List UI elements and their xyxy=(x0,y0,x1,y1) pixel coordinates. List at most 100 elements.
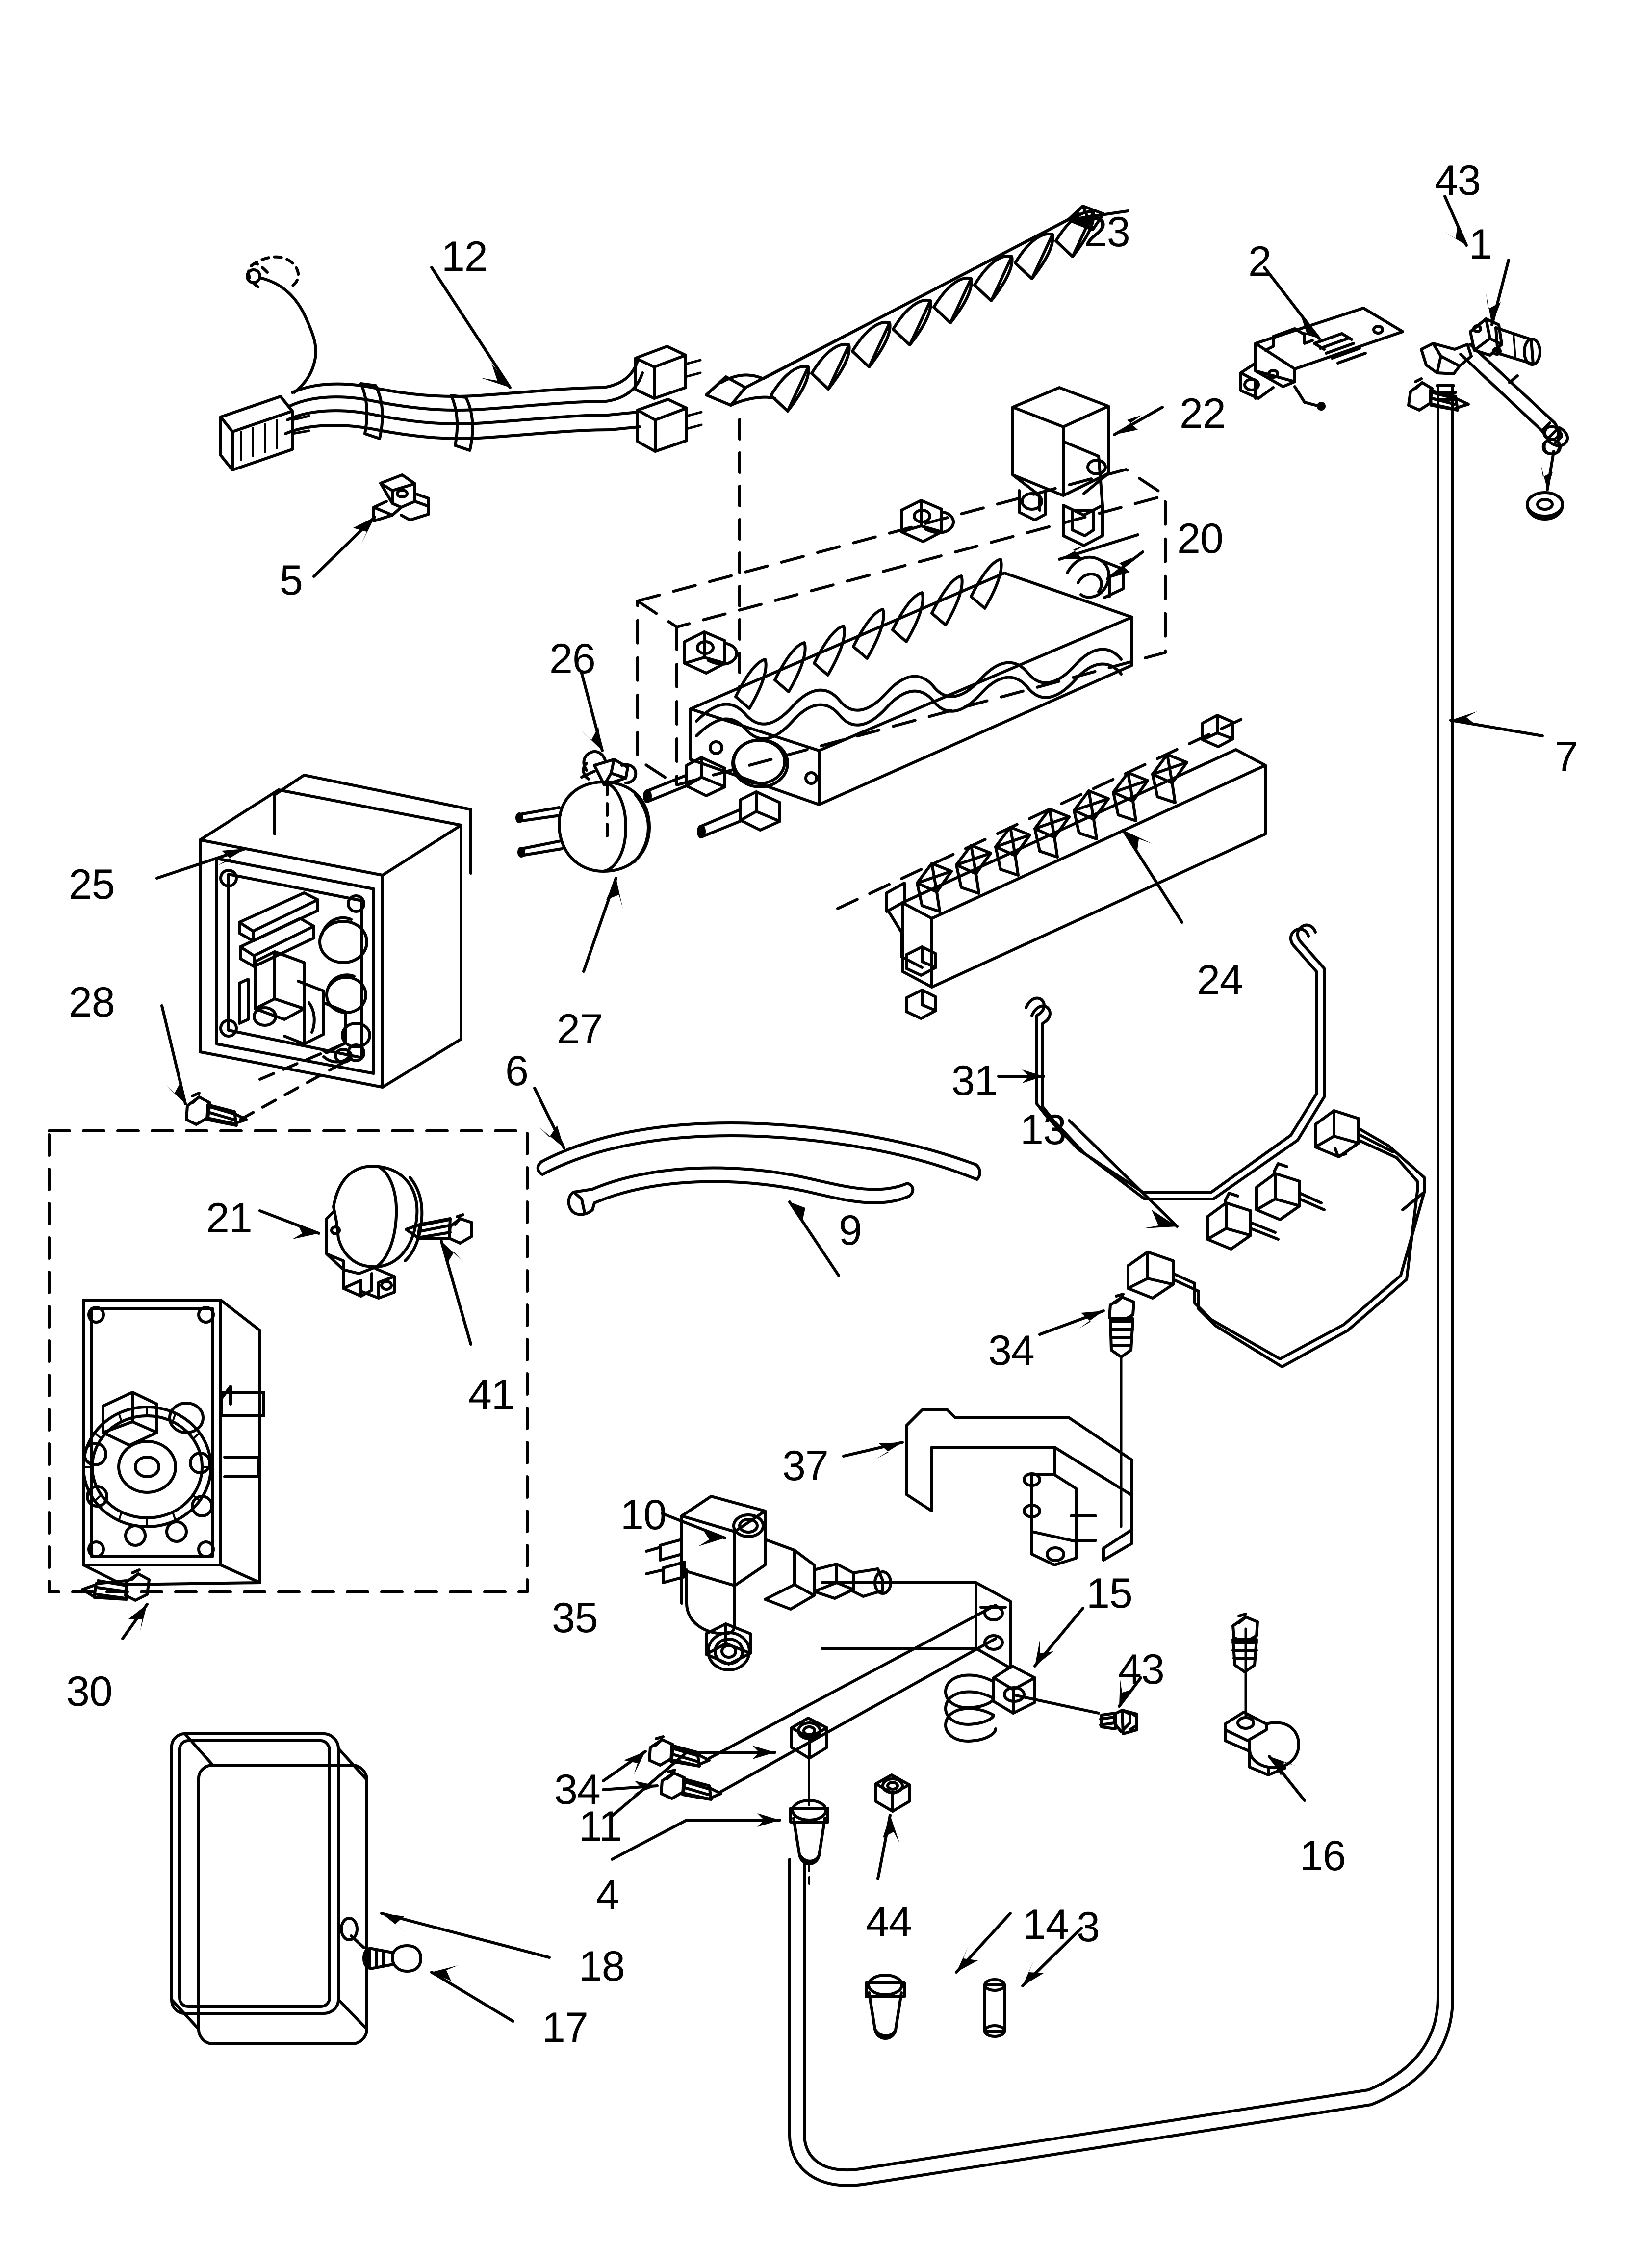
leader-21 xyxy=(258,1209,320,1239)
leader-13 xyxy=(1068,1119,1179,1228)
callout-43-lower: 43 xyxy=(1118,1646,1165,1693)
callout-41: 41 xyxy=(468,1371,515,1418)
callout-14: 14 xyxy=(1023,1901,1069,1948)
wire-clip-drawing xyxy=(372,473,430,522)
leader-22 xyxy=(1113,406,1164,436)
callout-25: 25 xyxy=(69,861,115,908)
ice-container-cover-drawing xyxy=(170,1732,368,2045)
fill-tube-nozzle-drawing xyxy=(1469,317,1541,366)
leader-15 xyxy=(1033,1607,1084,1668)
leader-23 xyxy=(1068,209,1129,230)
leader-9 xyxy=(788,1200,840,1277)
callout-9: 9 xyxy=(839,1207,862,1254)
leader-16 xyxy=(1268,1755,1306,1802)
water-tube-lower-drawing xyxy=(567,1166,915,1216)
water-supply-tube-drawing xyxy=(788,342,1569,2187)
compression-ferrule-drawing xyxy=(789,1799,829,1885)
callout-34-top: 34 xyxy=(988,1327,1035,1374)
mounting-screw-drawing xyxy=(81,1568,151,1602)
tube-retainer-clip-drawing xyxy=(944,1665,1100,1743)
callout-18: 18 xyxy=(579,1943,625,1990)
leader-12 xyxy=(430,266,512,389)
callout-10: 10 xyxy=(620,1491,667,1538)
leader-14 xyxy=(955,1912,1012,1974)
callout-1: 1 xyxy=(1469,221,1492,268)
leader-20 xyxy=(1106,550,1144,580)
callout-31: 31 xyxy=(951,1057,998,1104)
tube-sleeve-drawing xyxy=(983,1978,1006,2038)
callout-8: 8 xyxy=(1540,417,1564,464)
callout-24: 24 xyxy=(1197,957,1243,1004)
callout-5: 5 xyxy=(280,557,303,604)
icemaker-motor-drawing xyxy=(325,1165,424,1300)
leader-43 xyxy=(1443,195,1468,247)
callout-12: 12 xyxy=(441,233,488,280)
valve-mounting-screws-drawing xyxy=(648,1604,997,1801)
leader-43-lower xyxy=(1118,1676,1142,1708)
callout-6: 6 xyxy=(505,1047,529,1095)
valve-shield-bracket-drawing xyxy=(905,1408,1133,1566)
water-inlet-valve-drawing xyxy=(645,1495,1012,1671)
leader-34-top xyxy=(1038,1309,1105,1336)
wire-harness-drawing xyxy=(219,255,703,471)
leader-24 xyxy=(1122,829,1183,924)
callout-27: 27 xyxy=(557,1006,603,1053)
ejector-auger-drawing xyxy=(705,205,1105,688)
leader-30 xyxy=(121,1603,149,1640)
callout-34-lower: 34 xyxy=(554,1766,601,1813)
module-housing-drawing xyxy=(199,774,472,1089)
motor-gear-plate-drawing xyxy=(82,1299,265,1586)
callout-30: 30 xyxy=(66,1668,113,1715)
callout-16: 16 xyxy=(1300,1832,1346,1879)
leader-7 xyxy=(1449,711,1544,737)
callout-15: 15 xyxy=(1086,1570,1133,1617)
icemaker-wire-harness-drawing xyxy=(1127,1109,1426,1368)
callout-37: 37 xyxy=(782,1442,829,1489)
leader-1 xyxy=(1486,259,1510,326)
leader-3 xyxy=(1021,1927,1083,1987)
callout-2: 2 xyxy=(1248,238,1272,285)
seal-washer-drawing xyxy=(1526,491,1564,521)
leader-31 xyxy=(997,1069,1045,1083)
leader-10 xyxy=(661,1512,726,1546)
leader-11 xyxy=(612,1746,776,1817)
ferrule-nut-drawing xyxy=(874,1773,911,1813)
leader-41 xyxy=(440,1240,472,1346)
compression-nut-drawing xyxy=(790,1717,828,1806)
callout-44: 44 xyxy=(866,1899,912,1946)
leader-44 xyxy=(876,1814,899,1880)
leader-25 xyxy=(155,847,247,880)
leader-17 xyxy=(430,1965,514,2023)
valve-bracket-screw-drawing xyxy=(1108,1293,1135,1528)
callout-20: 20 xyxy=(1177,515,1224,562)
leader-18 xyxy=(380,1912,551,1959)
callout-17: 17 xyxy=(542,2004,589,2051)
tube-ferrule-drawing xyxy=(865,1974,906,2040)
callout-7: 7 xyxy=(1555,733,1578,781)
clamp-screw-drawing xyxy=(1099,1709,1138,1735)
leader-27 xyxy=(582,877,623,973)
callout-11: 11 xyxy=(579,1803,622,1850)
leader-6 xyxy=(533,1087,565,1149)
ice-stripper-drawing xyxy=(836,714,1267,1020)
callout-22: 22 xyxy=(1180,390,1226,437)
tube-clamp-drawing xyxy=(1224,1613,1300,1776)
water-fill-cup-drawing xyxy=(1011,386,1110,547)
leader-8 xyxy=(1541,450,1555,491)
callout-28: 28 xyxy=(69,979,115,1026)
ice-mold-dashed-box xyxy=(636,468,1167,786)
motor-gear-assembly-dashed-box xyxy=(48,1129,529,1593)
callout-4: 4 xyxy=(596,1872,619,1919)
leader-4 xyxy=(611,1813,781,1861)
callout-3: 3 xyxy=(1077,1903,1100,1951)
callout-23: 23 xyxy=(1084,209,1130,256)
leader-5 xyxy=(312,516,376,578)
cover-plug-drawing xyxy=(350,1934,422,1973)
leader-37 xyxy=(842,1441,904,1459)
ice-mold-drawing xyxy=(643,499,1133,838)
leader-28 xyxy=(160,1004,187,1105)
module-cover-shield-drawing xyxy=(1239,307,1404,411)
callout-13: 13 xyxy=(1020,1106,1067,1153)
